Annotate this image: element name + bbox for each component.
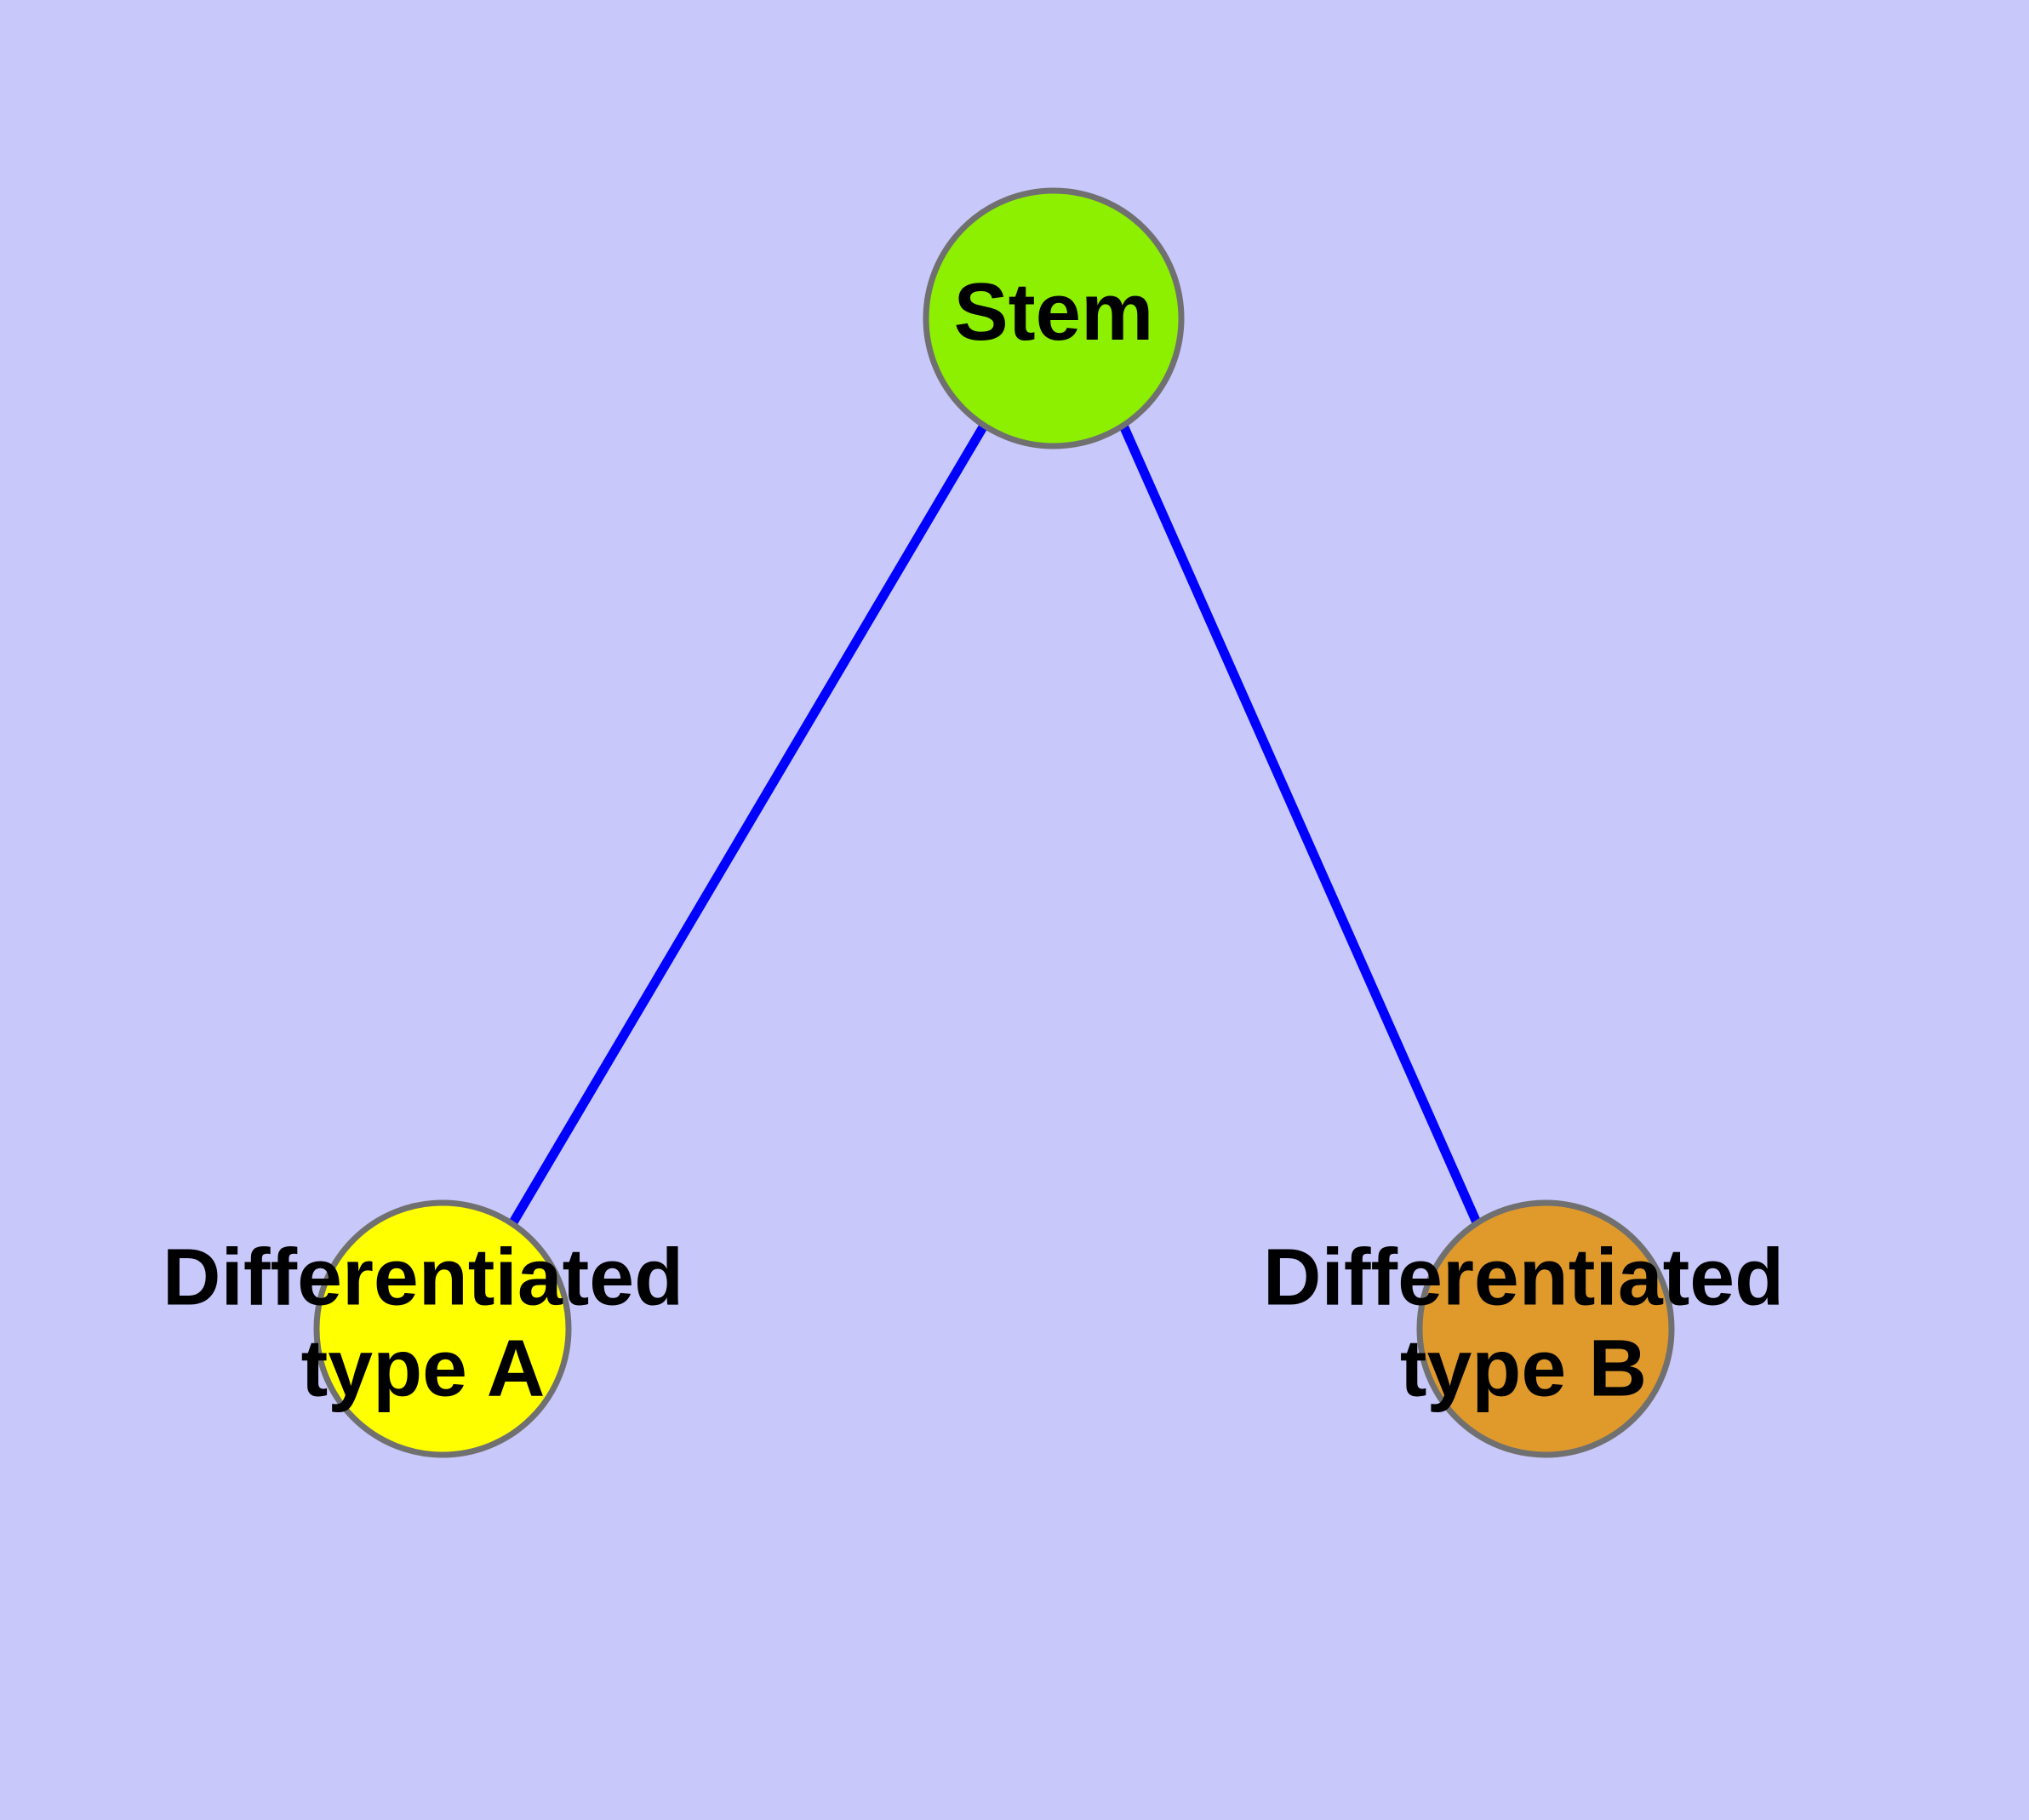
label-line: type A — [301, 1324, 546, 1414]
label-line: Differentiated — [1263, 1233, 1784, 1323]
edges-layer — [509, 423, 1482, 1225]
node-stem[interactable]: Stem — [923, 187, 1185, 449]
node-stem-label: Stem — [954, 266, 1154, 358]
edge-stem-to-differentiated-type-b — [1118, 423, 1482, 1225]
node-differentiated-type-a-circle[interactable] — [313, 1199, 572, 1458]
label-line: Differentiated — [163, 1233, 683, 1323]
label-line: Stem — [954, 266, 1154, 358]
node-stem-circle[interactable] — [923, 187, 1185, 449]
node-differentiated-type-b-circle[interactable] — [1416, 1199, 1675, 1458]
label-line: type B — [1400, 1324, 1647, 1414]
edge-stem-to-differentiated-type-a — [509, 423, 988, 1225]
